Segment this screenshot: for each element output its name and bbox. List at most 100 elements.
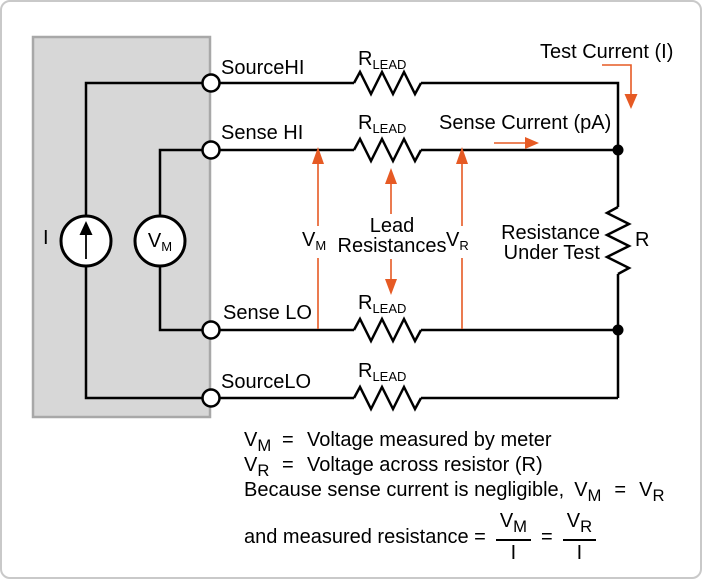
junction-dot-sensehi <box>612 144 624 156</box>
instrument-box <box>31 35 212 419</box>
eq3-lhs-sub: M <box>587 486 602 505</box>
eq4-equals: = <box>541 525 553 548</box>
voltmeter-label-sub: M <box>161 239 173 254</box>
eq2-var-sub: R <box>257 461 270 480</box>
terminal-senselo <box>201 320 221 340</box>
voltmeter-label-base: V <box>147 230 162 252</box>
eq4-frac1-den: I <box>510 541 517 564</box>
eq3-lhs-base: V <box>574 479 588 501</box>
wire-meter-to-senselo <box>158 266 202 332</box>
annotation-arrows <box>317 64 632 329</box>
resistor-under-test <box>604 205 632 276</box>
equation-line3: Because sense current is negligible,VM=V… <box>244 479 664 506</box>
vr-annotation-label: VR <box>446 229 469 253</box>
vm-annotation-label: VM <box>302 229 326 253</box>
fraction-bar <box>562 538 597 541</box>
terminal-sourcelo <box>201 388 221 408</box>
lead-down-arrowhead-icon <box>385 279 397 295</box>
eq2-equals: = <box>282 454 294 476</box>
vm-sub: M <box>315 238 327 253</box>
equation-line4: and measured resistance = VM I = VR I <box>244 510 606 564</box>
eq1-var: VM <box>244 429 282 456</box>
eq4-frac1-num-base: V <box>499 509 514 532</box>
test-current-arrow-line <box>602 64 632 95</box>
wire-meter-to-sensehi <box>158 148 202 216</box>
lead-resistances-label-line2: Resistances <box>337 235 447 257</box>
test-current-arrowhead-icon <box>624 94 638 109</box>
sense-current-arrowhead-icon <box>525 137 539 149</box>
terminal-label-sourcehi: SourceHI <box>221 57 305 79</box>
eq4-fraction-vr: VR I <box>562 510 597 565</box>
lead-up-arrowhead-icon <box>385 168 397 184</box>
eq4-text: and measured resistance = <box>244 525 486 548</box>
rlead-sub: LEAD <box>372 57 407 72</box>
terminal-label-sensehi: Sense HI <box>221 122 304 144</box>
vr-sub: R <box>459 238 469 253</box>
voltmeter-label: VM <box>140 230 180 254</box>
eq3-rhs: VR <box>639 479 664 505</box>
rlead-label-sourcehi: RLEAD <box>358 48 406 72</box>
eq3-rhs-base: V <box>639 479 653 501</box>
rlead-base: R <box>358 360 373 382</box>
resistance-under-test-label-line2: Under Test <box>503 242 600 264</box>
test-current-label: Test Current (I) <box>540 41 674 63</box>
eq4-frac1-num: VM <box>496 510 531 537</box>
resistor-rlead-sensehi <box>352 136 423 164</box>
rlead-sub: LEAD <box>372 121 407 136</box>
resistor-rlead-sourcehi <box>352 69 423 97</box>
eq4-fraction-vm: VM I <box>495 510 532 565</box>
annotation-arrowheads <box>312 94 638 295</box>
fraction-bar <box>495 538 532 541</box>
eq1-var-sub: M <box>257 436 272 455</box>
eq4-frac2-num-base: V <box>566 509 581 532</box>
rlead-label-sourcelo: RLEAD <box>358 360 406 384</box>
eq3-rhs-sub: R <box>652 486 665 505</box>
eq4-frac2-num: VR <box>563 510 596 537</box>
voltmeter-icon <box>133 214 187 268</box>
eq1-var-base: V <box>244 429 258 451</box>
eq4-frac1-num-sub: M <box>513 516 528 536</box>
rlead-sub: LEAD <box>372 369 407 384</box>
rlead-base: R <box>358 112 373 134</box>
equation-line1: VM=Voltage measured by meter <box>244 429 552 456</box>
eq3-lhs: VM <box>574 479 601 505</box>
sense-current-label: Sense Current (pA) <box>439 112 612 134</box>
rlead-base: R <box>358 48 373 70</box>
vr-arrowhead-icon <box>456 147 468 164</box>
eq1-text: Voltage measured by meter <box>307 429 552 451</box>
resistance-under-test-label-line1: Resistance <box>501 222 600 244</box>
eq2-var-base: V <box>244 454 258 476</box>
terminal-label-senselo: Sense LO <box>223 302 312 324</box>
terminal-label-sourcelo: SourceLO <box>221 371 312 393</box>
resistor-rlead-senselo <box>352 316 423 344</box>
wire-source-to-sourcelo <box>84 266 202 400</box>
rlead-label-senselo: RLEAD <box>358 292 406 316</box>
resistor-rlead-sourcelo <box>352 384 423 412</box>
terminal-sourcehi <box>201 73 221 93</box>
equation-line2: VR = Voltage across resistor (R) <box>244 454 543 481</box>
r-label: R <box>635 229 650 251</box>
eq2-text: Voltage across resistor (R) <box>307 454 543 476</box>
wire-sourcehi-right <box>421 81 620 150</box>
rlead-label-sensehi: RLEAD <box>358 112 406 136</box>
rlead-sub: LEAD <box>372 301 407 316</box>
junction-dot-senselo <box>612 324 624 336</box>
eq3-equals: = <box>614 479 627 501</box>
vm-arrowhead-icon <box>312 147 324 164</box>
vm-base: V <box>302 229 316 251</box>
eq4-frac2-num-sub: R <box>580 516 593 536</box>
eq1-equals: = <box>282 429 294 451</box>
vr-base: V <box>446 229 460 251</box>
eq4-frac2-den: I <box>576 541 583 564</box>
current-source-label: I <box>43 227 49 249</box>
wires <box>84 69 632 412</box>
wire-source-to-sourcehi <box>84 81 202 216</box>
terminals <box>201 73 221 408</box>
lead-resistances-label-line1: Lead <box>369 215 415 237</box>
terminal-sensehi <box>201 140 221 160</box>
current-source-arrow-head <box>79 221 93 235</box>
rlead-base: R <box>358 292 373 314</box>
eq3-text: Because sense current is negligible, <box>244 479 565 501</box>
